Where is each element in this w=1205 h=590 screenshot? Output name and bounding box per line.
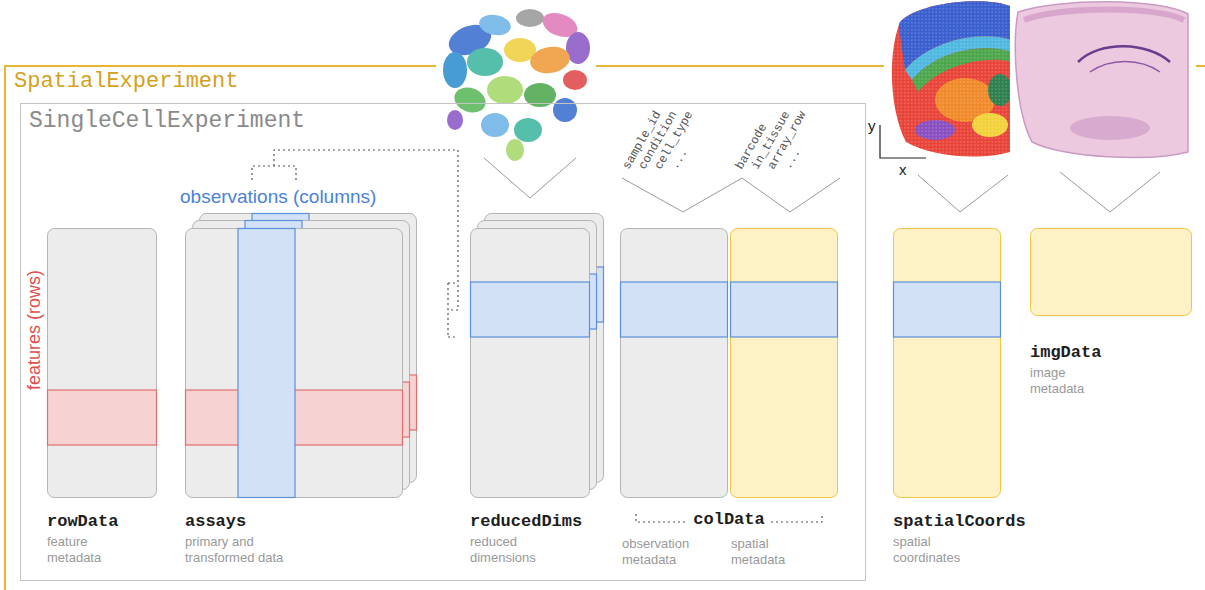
axis-letter: x [899, 162, 907, 178]
hippocampus [1078, 46, 1170, 62]
data-panel: rowDatafeature metadata [47, 228, 157, 498]
panel-shape [47, 228, 157, 498]
text-group: spatialCoordsspatial coordinates [893, 512, 1026, 566]
umap-cluster [478, 12, 513, 37]
panel-shape [730, 228, 838, 498]
spatial-panel: spatialCoordsspatial coordinates [893, 228, 1001, 498]
umap-cluster [443, 52, 467, 88]
umap-cluster [447, 110, 463, 130]
inner-frame: rowDatafeature metadata assaysprimary and… [20, 103, 866, 581]
axis-letter-holder: x [899, 162, 907, 178]
spatial-panel: spatial metadata [730, 228, 838, 498]
chevron [1060, 172, 1160, 212]
panel-body [894, 229, 1001, 498]
row-band [894, 282, 1001, 337]
hippocampus [1090, 62, 1160, 73]
panel-layer [894, 229, 1001, 498]
slot-name: imgData [1030, 343, 1101, 363]
umap-cluster [481, 113, 509, 137]
text-group: reducedDimsreduced dimensions [470, 512, 582, 566]
chevron [918, 175, 1008, 212]
panel-body [186, 229, 403, 498]
umap-cluster [467, 48, 503, 76]
panel-shape [1030, 228, 1192, 316]
row-band [621, 282, 728, 337]
axis-label-holder: observations (columns) [180, 186, 376, 208]
slot-name: colData [693, 510, 764, 530]
umap-cluster [516, 9, 544, 27]
map-region [885, 0, 1015, 165]
slot-name-holder: colData [693, 510, 764, 530]
umap-cluster [487, 76, 523, 104]
spatial-map [885, 0, 1015, 165]
axis-label-holder: features (rows) [24, 270, 44, 390]
panel-shape [185, 213, 417, 498]
panel-body [621, 229, 728, 498]
text-group: observation metadata [622, 534, 717, 568]
he-image [1015, 2, 1188, 158]
row-band [471, 282, 590, 337]
column-band [238, 229, 295, 498]
row-band [48, 390, 157, 445]
panel-layer [471, 229, 590, 498]
text-group: rowDatafeature metadata [47, 512, 127, 566]
tissue-layer [1024, 10, 1184, 21]
panel-shape [470, 213, 604, 498]
panel-body [1031, 229, 1192, 316]
slot-description: image metadata [1030, 365, 1100, 397]
umap-cluster [528, 44, 572, 77]
panel-shape [893, 228, 1001, 498]
slot-description: observation metadata [622, 536, 717, 568]
umap-cluster [553, 98, 577, 122]
slot-description: spatial metadata [731, 536, 801, 568]
panel-layer [731, 229, 838, 498]
frame-title: SpatialExperiment [14, 69, 238, 95]
panel-body [731, 229, 838, 498]
axis-label: features (rows) [24, 270, 44, 390]
panel-layer [48, 229, 157, 498]
panel-shape [620, 228, 728, 498]
umap-plot [443, 9, 590, 161]
chevron [484, 158, 576, 198]
spot-grid [885, 0, 1015, 165]
panel-body [471, 229, 590, 498]
text-group: SingleCellExperiment [29, 108, 305, 135]
slot-description: reduced dimensions [470, 534, 555, 566]
text-group: spatial metadata [731, 534, 801, 568]
umap-cluster [563, 70, 587, 90]
panel-layer [186, 229, 403, 498]
text-group: assaysprimary and transformed data [185, 512, 305, 566]
image-ground [436, 0, 596, 172]
panel-layer [621, 229, 728, 498]
slot-description: primary and transformed data [185, 534, 305, 566]
row-band [731, 282, 838, 337]
outer-frame: rowDatafeature metadata assaysprimary and… [4, 65, 1205, 590]
panel-body [48, 229, 157, 498]
spatial-panel: imgDataimage metadata [1030, 228, 1192, 316]
slot-name: spatialCoords [893, 512, 1026, 532]
umap-cluster [514, 118, 542, 142]
axis-label: observations (columns) [180, 186, 376, 208]
text-group: SpatialExperiment [14, 69, 238, 95]
chevron [622, 178, 840, 212]
umap-cluster [506, 139, 524, 161]
image-ground [884, 0, 1196, 165]
panel-layer [1031, 229, 1192, 316]
tissue-layer [1070, 116, 1150, 140]
text-group: imgDataimage metadata [1030, 343, 1101, 397]
data-panel-stack: assaysprimary and transformed data [185, 213, 417, 498]
data-panel: observation metadata [620, 228, 728, 498]
slot-description: spatial coordinates [893, 534, 978, 566]
tissue-section [1015, 2, 1188, 158]
slot-description: feature metadata [47, 534, 127, 566]
axes [880, 125, 926, 158]
slot-name: rowData [47, 512, 127, 532]
axis-letter-holder: y [868, 118, 876, 134]
slot-name: assays [185, 512, 305, 532]
axis-letter: y [868, 118, 876, 134]
data-panel-stack: reducedDimsreduced dimensions [470, 213, 604, 498]
slot-name: reducedDims [470, 512, 582, 532]
frame-title: SingleCellExperiment [29, 108, 305, 135]
